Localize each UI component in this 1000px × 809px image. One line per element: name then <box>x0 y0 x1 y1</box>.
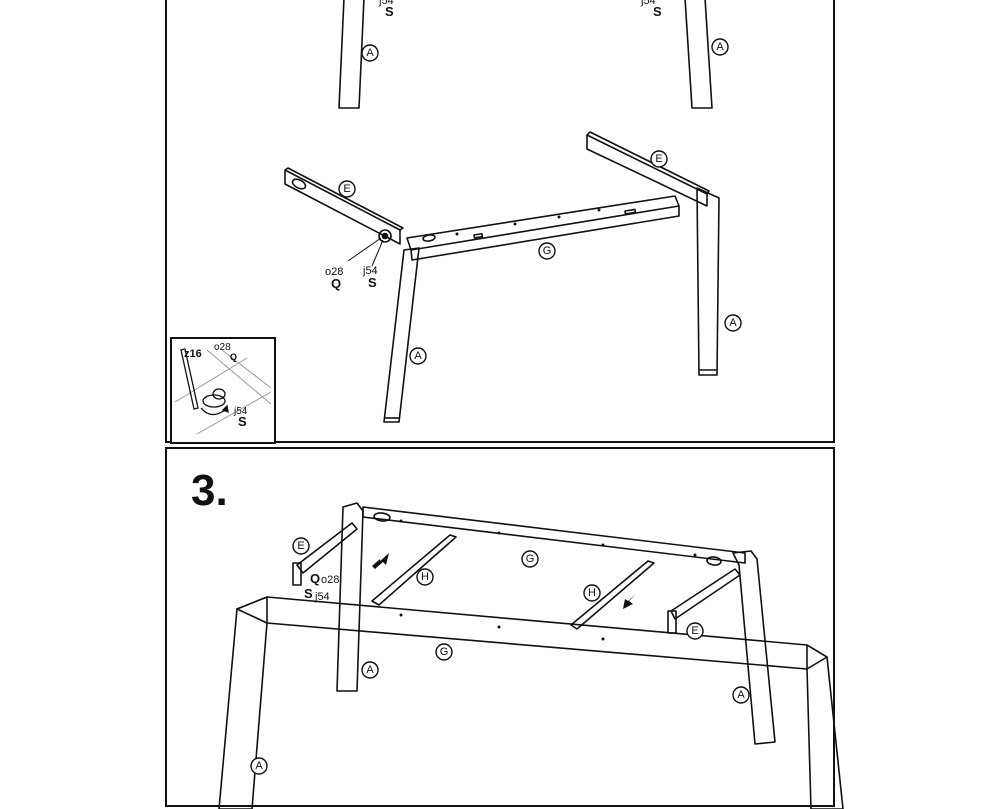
step-2-dots <box>455 208 601 236</box>
rail-g-front <box>236 596 828 670</box>
label-a-front: A <box>255 760 263 772</box>
upper-right-bolt-code: S <box>653 4 662 19</box>
step-3-drawing: 3. <box>191 466 844 809</box>
label-e-left: E <box>297 540 304 552</box>
washer-size: o28 <box>325 266 343 278</box>
assembly-step-2-panel: A A E E G A A j54 S j54 S o28 Q j54 S z1… <box>165 0 835 444</box>
label-a-upper-right: A <box>716 41 724 53</box>
upper-left-bolt-size: j54 <box>378 0 394 7</box>
leg-a-front-right <box>806 644 844 809</box>
leg-a-front-left <box>218 596 268 809</box>
bolt-size: j54 <box>314 591 330 603</box>
step-3-dots <box>399 519 697 641</box>
allen-key-tool <box>180 348 199 410</box>
leg-a-back-left <box>336 502 364 692</box>
label-e-left: E <box>343 183 350 195</box>
label-circle-a-upper-right <box>711 38 729 56</box>
label-g-front: G <box>440 646 449 658</box>
label-circle-e-right <box>650 150 668 168</box>
label-circle-a-upper-left <box>361 44 379 62</box>
rail-e-left <box>284 169 401 245</box>
label-circle-a-front <box>409 347 427 365</box>
washer-size: o28 <box>321 574 339 586</box>
label-a-right: A <box>737 689 745 701</box>
leg-a-back-right <box>732 550 776 745</box>
assembly-step-3-panel: 3. <box>165 447 844 809</box>
leg-a-upper-left <box>338 0 365 109</box>
label-a-upper-left: A <box>366 47 374 59</box>
inset-detail: z16 o28 Q j54 S <box>170 337 276 444</box>
inset-bolt-size: j54 <box>233 406 248 417</box>
label-circle-e-left <box>338 180 356 198</box>
label-circle-g <box>538 242 556 260</box>
arrow-icon <box>623 593 637 609</box>
rail-e-right <box>670 568 741 620</box>
rail-h-right <box>570 560 655 630</box>
leg-a-upper-right <box>684 0 713 109</box>
rail-slot <box>291 178 307 190</box>
step-2-drawing: A A E E G A A j54 S j54 S o28 Q j54 S z1… <box>170 0 742 444</box>
upper-right-bolt-size: j54 <box>640 0 656 7</box>
bolt-size: j54 <box>362 265 378 277</box>
label-h-right: H <box>588 587 596 599</box>
inset-bolt-code: S <box>238 414 247 429</box>
inset-washer-code: Q <box>230 352 237 362</box>
bolt-code: S <box>304 586 313 601</box>
bolt-code: S <box>368 275 377 290</box>
label-circle-a-right <box>724 314 742 332</box>
bolt-head <box>378 229 392 243</box>
label-g: G <box>543 245 552 257</box>
rail-h-left <box>371 534 457 606</box>
label-g-back: G <box>526 553 535 565</box>
label-e-right: E <box>691 625 698 637</box>
washer-code: Q <box>331 276 341 291</box>
washer-code: Q <box>310 571 320 586</box>
label-a-right: A <box>729 317 737 329</box>
label-h-left: H <box>421 571 429 583</box>
arrow-icon <box>372 553 389 569</box>
step-number: 3. <box>191 466 228 515</box>
leg-a-front <box>383 247 420 423</box>
inset-tool-label: z16 <box>184 348 202 360</box>
label-e-right: E <box>655 153 662 165</box>
leg-a-right <box>696 187 720 376</box>
label-a-back: A <box>366 664 374 676</box>
rail-e-right <box>586 134 708 207</box>
rail-g-back <box>362 506 746 564</box>
upper-left-bolt-code: S <box>385 4 394 19</box>
inset-washer-size: o28 <box>214 342 231 353</box>
label-a-front: A <box>414 350 422 362</box>
